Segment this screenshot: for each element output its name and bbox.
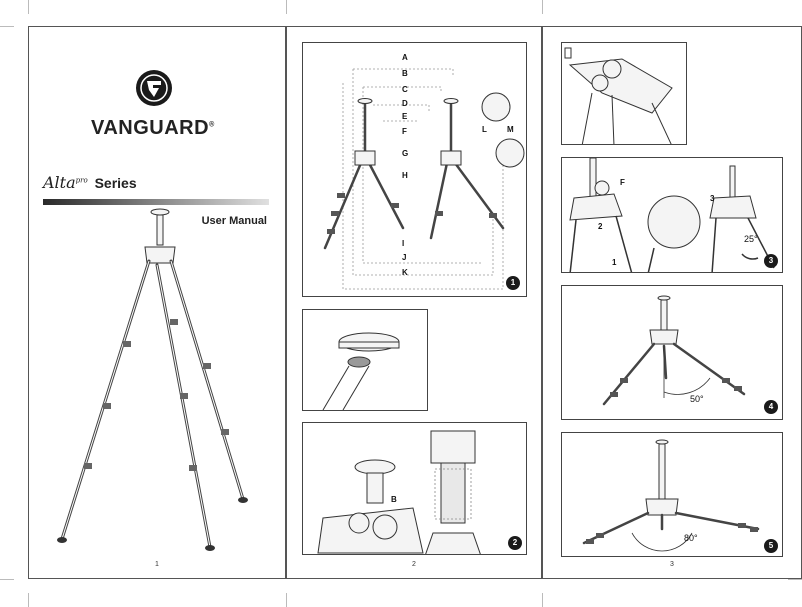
tripod-illustration xyxy=(57,208,248,551)
page-number: 3 xyxy=(670,561,674,568)
height-label-f: F xyxy=(402,127,407,136)
diagram-spread-80: 80° 5 xyxy=(561,432,783,557)
height-label-c: C xyxy=(402,85,408,94)
page-2: A B C D E F G H I J K L M 1 xyxy=(286,26,542,579)
step-label-1: 1 xyxy=(612,258,617,267)
step-badge-2: 2 xyxy=(508,536,522,550)
diagram-heights: A B C D E F G H I J K L M 1 xyxy=(302,42,527,297)
page-1: VANGUARD® Altapro Series User Manual xyxy=(28,26,286,579)
series-title: Altapro Series xyxy=(43,173,137,192)
diagram-leg-angle: F 2 1 3 25° 3 xyxy=(561,157,783,273)
diagram-spread-50: 50° 4 xyxy=(561,285,783,420)
height-label-i: I xyxy=(402,239,405,248)
crop-mark xyxy=(542,0,543,14)
height-label-j: J xyxy=(402,253,407,262)
step-badge-3: 3 xyxy=(764,254,778,268)
brand-name: VANGUARD® xyxy=(91,117,215,139)
vanguard-logo-icon xyxy=(136,70,172,106)
height-label-e: E xyxy=(402,112,408,121)
height-label-b: B xyxy=(402,69,408,78)
height-label-k: K xyxy=(402,268,408,277)
page-number: 1 xyxy=(155,561,159,568)
crop-mark xyxy=(542,593,543,607)
crop-mark xyxy=(28,593,29,607)
crop-mark xyxy=(286,593,287,607)
step-label-2: 2 xyxy=(598,222,603,231)
angle-25: 25° xyxy=(744,234,758,244)
step-label-f: F xyxy=(620,178,625,187)
crop-mark xyxy=(0,579,14,580)
step-badge-4: 4 xyxy=(764,400,778,414)
page-3: F 2 1 3 25° 3 xyxy=(542,26,802,579)
step-badge-1: 1 xyxy=(506,276,520,290)
height-label-h: H xyxy=(402,171,408,180)
height-label-a: A xyxy=(402,53,408,62)
height-label-g: G xyxy=(402,149,409,158)
angle-50: 50° xyxy=(690,394,704,404)
height-label-d: D xyxy=(402,99,408,108)
crop-mark xyxy=(0,26,14,27)
title-gradient-bar xyxy=(43,199,269,205)
diagram-camera-mount: B 2 xyxy=(302,422,527,555)
part-label-m: M xyxy=(507,125,514,134)
diagram-center-column xyxy=(302,309,428,411)
part-label-l: L xyxy=(482,125,487,134)
crop-mark xyxy=(788,579,802,580)
step-label-3: 3 xyxy=(710,194,715,203)
crop-mark xyxy=(286,0,287,14)
manual-subtitle: User Manual xyxy=(201,215,267,227)
step-badge-5: 5 xyxy=(764,539,778,553)
angle-80: 80° xyxy=(684,533,698,543)
part-label-b: B xyxy=(391,495,397,504)
diagram-leg-lock xyxy=(561,42,687,145)
crop-mark xyxy=(28,0,29,14)
page-number: 2 xyxy=(412,561,416,568)
